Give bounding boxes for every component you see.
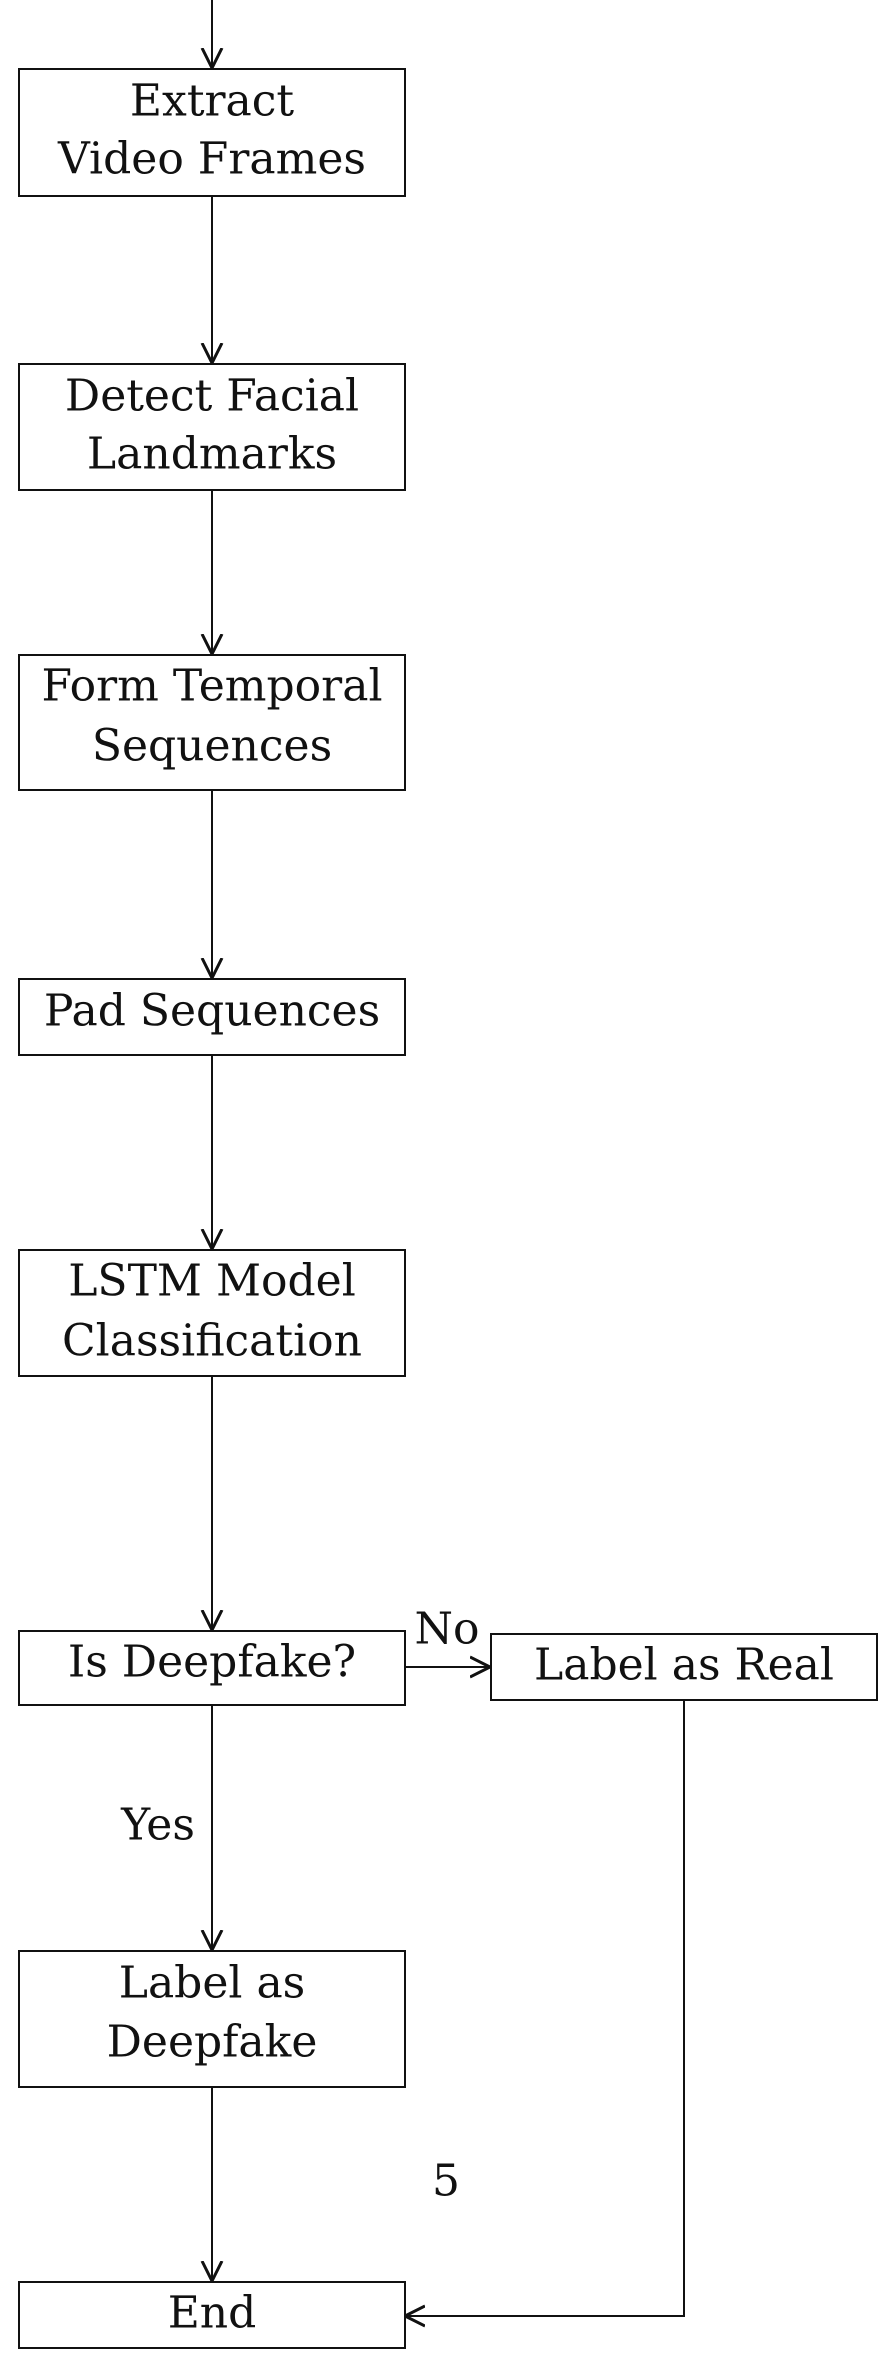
node-label-as-real: Label as Real bbox=[490, 1633, 878, 1701]
node-form-temporal-sequences: Form Temporal Sequences bbox=[18, 654, 406, 791]
node-lstm-box bbox=[18, 1249, 406, 1377]
edge-label-yes: Yes bbox=[120, 1800, 195, 1851]
node-extract-line1: Extract bbox=[130, 76, 295, 127]
node-extract-video-frames: Extract Video Frames bbox=[18, 68, 406, 197]
edge-real-to-end bbox=[405, 1700, 685, 2316]
node-detect-line2: Landmarks bbox=[87, 429, 337, 480]
node-extract-line2: Video Frames bbox=[57, 134, 366, 185]
node-real-box bbox=[490, 1633, 878, 1701]
node-fake-line1: Label as bbox=[119, 1958, 306, 2009]
node-decision-line1: Is Deepfake? bbox=[68, 1637, 356, 1688]
node-real-line1: Label as Real bbox=[534, 1640, 834, 1691]
node-decision-box bbox=[18, 1630, 406, 1706]
node-end-box bbox=[18, 2281, 406, 2349]
node-pad-sequences: Pad Sequences bbox=[18, 978, 406, 1056]
node-form-line2: Sequences bbox=[92, 721, 332, 772]
node-label-as-deepfake: Label as Deepfake bbox=[18, 1950, 406, 2088]
node-detect-facial-landmarks: Detect Facial Landmarks bbox=[18, 363, 406, 491]
node-form-box bbox=[18, 654, 406, 791]
node-fake-line2: Deepfake bbox=[107, 2017, 318, 2068]
node-end-line1: End bbox=[168, 2288, 257, 2339]
edge-label-no: No bbox=[415, 1604, 480, 1655]
node-detect-line1: Detect Facial bbox=[65, 371, 359, 422]
node-lstm-line1: LSTM Model bbox=[68, 1256, 356, 1307]
page-number: 5 bbox=[432, 2156, 460, 2207]
node-end: End bbox=[18, 2281, 406, 2349]
node-detect-box bbox=[18, 363, 406, 491]
node-pad-box bbox=[18, 978, 406, 1056]
node-lstm-model-classification: LSTM Model Classification bbox=[18, 1249, 406, 1377]
node-extract-box bbox=[18, 68, 406, 197]
node-fake-box bbox=[18, 1950, 406, 2088]
node-form-line1: Form Temporal bbox=[41, 661, 382, 712]
node-pad-line1: Pad Sequences bbox=[44, 986, 380, 1037]
node-lstm-line2: Classification bbox=[62, 1316, 362, 1367]
node-is-deepfake-decision: Is Deepfake? bbox=[18, 1630, 406, 1706]
